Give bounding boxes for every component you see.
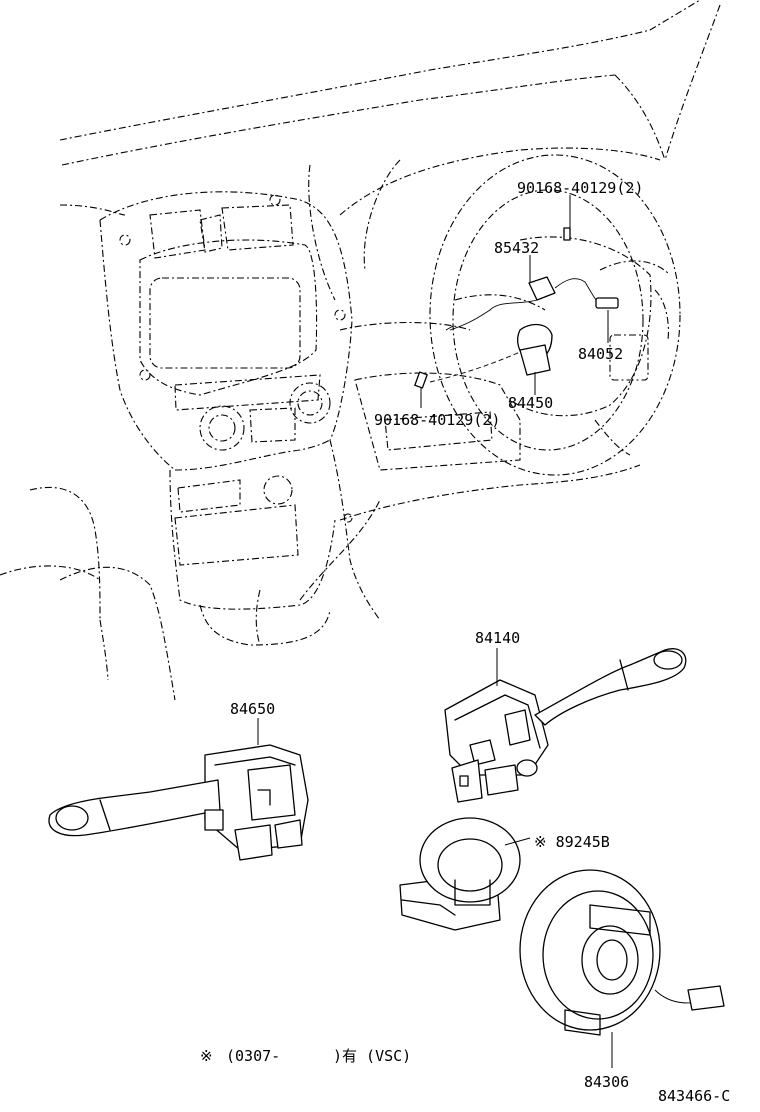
footnote-mark: ※ [200,1047,213,1065]
label-84306: 84306 [584,1073,629,1091]
label-84052: 84052 [578,345,623,363]
footnote: ※ (0307- )有 (VSC) [200,1047,411,1065]
part-84140-switch [444,648,687,803]
part-89245b-sensor [399,817,531,931]
part-84306-spiral-cable [519,869,725,1068]
upper-leaders [420,195,609,408]
label-89245b: ※ 89245B [534,833,610,851]
steering-wheel [429,154,681,476]
footnote-condition: )有 (VSC) [333,1047,411,1065]
part-84650-switch [48,718,309,861]
figure-code: 843466-C [658,1087,730,1105]
label-bolt-upper: 90168-40129(2) [517,179,643,197]
wheel-small-parts [414,227,619,389]
label-85432: 85432 [494,239,539,257]
label-84140: 84140 [475,629,520,647]
footnote-range: (0307- [226,1047,280,1065]
label-84650: 84650 [230,700,275,718]
label-bolt-lower: 90168-40129(2) [374,411,500,429]
part-labels: 90168-40129(2) 85432 84052 84450 90168-4… [230,179,643,1091]
dashboard-outline [0,0,721,701]
label-84450: 84450 [508,394,553,412]
